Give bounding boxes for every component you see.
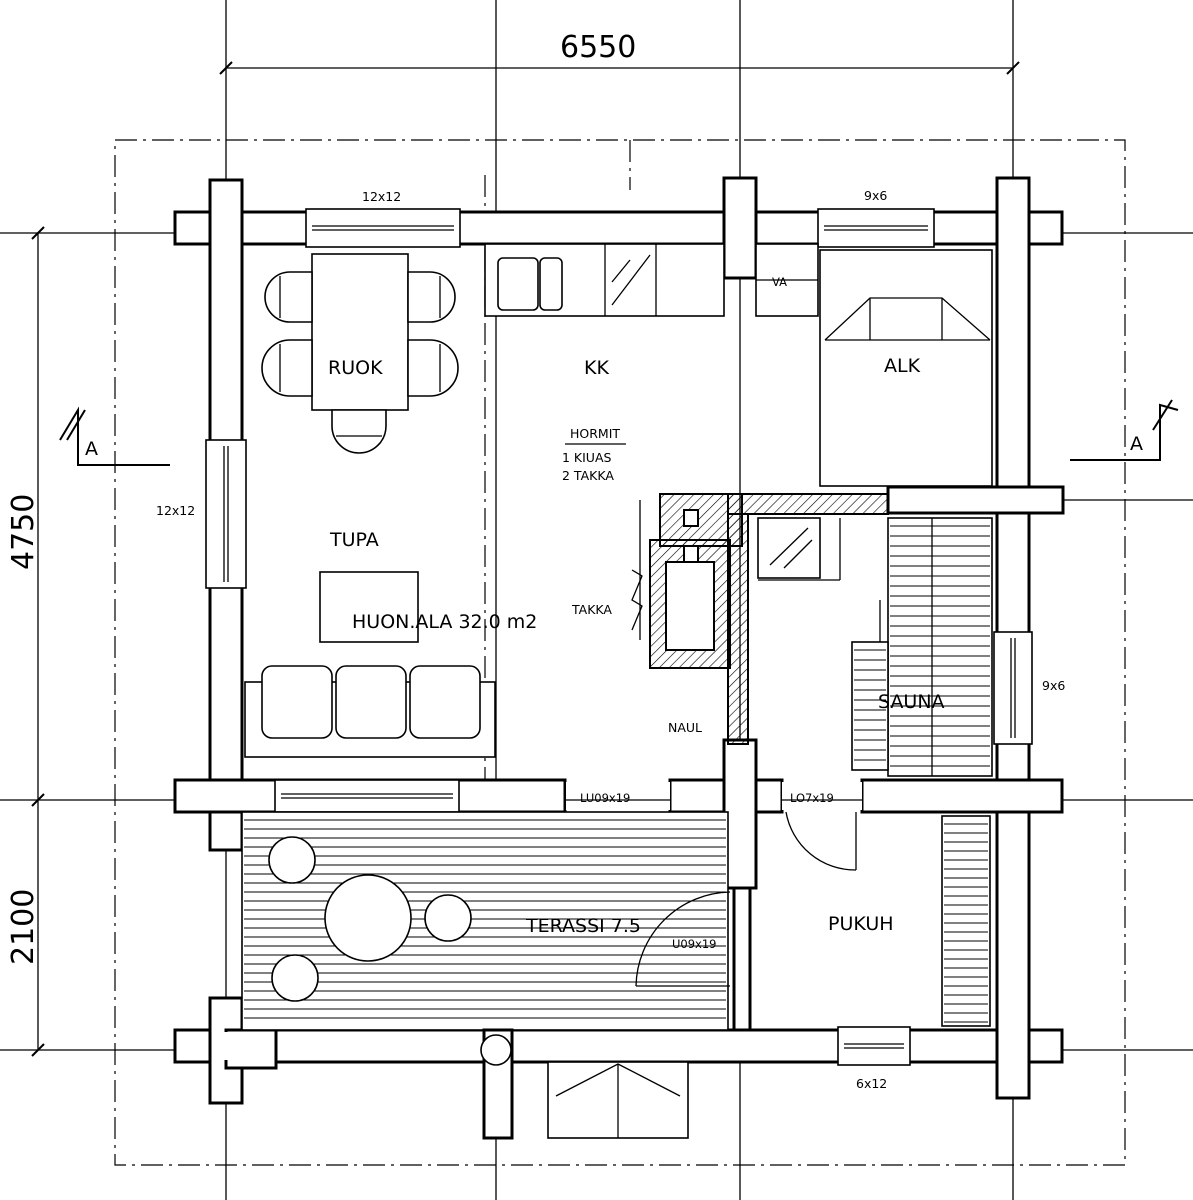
hormit-line1: 1 KIUAS [562, 450, 612, 465]
room-labels: RUOK KK ALK TUPA SAUNA PUKUH TERASSI 7.5… [328, 355, 945, 937]
sauna-slats [854, 525, 990, 767]
room-pukuh: PUKUH [828, 913, 894, 935]
kitchen-counter [484, 243, 725, 317]
room-naul: NAUL [668, 720, 702, 735]
section-marker-right: A [1070, 399, 1179, 461]
entrance-steps [547, 1061, 689, 1139]
deck-boards [244, 819, 726, 1019]
window-label-top-right: 9x6 [864, 188, 887, 203]
door-label-main: LU09x19 [580, 791, 630, 805]
window-label-left: 12x12 [156, 503, 195, 518]
room-ruok: RUOK [328, 357, 383, 379]
roof-outline [114, 139, 1126, 1166]
window-left: 12x12 [156, 439, 247, 589]
area-label: HUON.ALA 32.0 m2 [352, 611, 537, 633]
closet-label: VA [772, 275, 787, 289]
window-label-top-left: 12x12 [362, 189, 401, 204]
section-label-left: A [85, 438, 98, 460]
window-top-right: 9x6 [817, 188, 935, 248]
closet-va: VA [755, 243, 819, 317]
coffee-table [319, 571, 419, 643]
room-terassi: TERASSI 7.5 [525, 915, 641, 937]
window-bottom: 6x12 [837, 1026, 911, 1091]
dimension-left: 4750 2100 [6, 226, 45, 1057]
room-tupa: TUPA [329, 529, 379, 551]
section-label-right: A [1130, 433, 1143, 455]
fireplace-label: TAKKA [571, 602, 612, 617]
bench-slats [944, 823, 988, 1023]
room-kk: KK [584, 357, 609, 379]
door-label-sauna: LO7x19 [790, 791, 834, 805]
sauna-stove [757, 517, 841, 581]
terrace-deck [241, 811, 729, 1031]
hormit-title: HORMIT [570, 426, 620, 441]
window-label-right: 9x6 [1042, 678, 1065, 693]
sauna-benches [851, 517, 993, 777]
dim-depth-main: 4750 [6, 494, 41, 570]
hormit-line2: 2 TAKKA [562, 468, 614, 483]
door-terrace: U09x19 [635, 891, 731, 987]
dim-width: 6550 [560, 30, 636, 65]
door-label-terrace: U09x19 [672, 937, 717, 951]
fireplace: TAKKA [571, 493, 889, 745]
terrace-furniture [268, 836, 472, 1002]
bed [819, 249, 993, 487]
window-label-bottom: 6x12 [856, 1076, 887, 1091]
door-sauna: LO7x19 [782, 782, 862, 871]
section-marker-left: A [59, 406, 170, 466]
room-sauna: SAUNA [878, 691, 945, 713]
sofa [244, 665, 496, 758]
hormit-note: HORMIT 1 KIUAS 2 TAKKA [562, 426, 626, 483]
room-alk: ALK [884, 355, 921, 377]
window-top-left: 12x12 [305, 189, 461, 248]
dining-set [261, 253, 459, 454]
dim-depth-terrace: 2100 [6, 889, 41, 965]
terrace-post [480, 1028, 514, 1140]
window-right: 9x6 [993, 631, 1065, 745]
dimension-top: 6550 [219, 30, 1020, 75]
